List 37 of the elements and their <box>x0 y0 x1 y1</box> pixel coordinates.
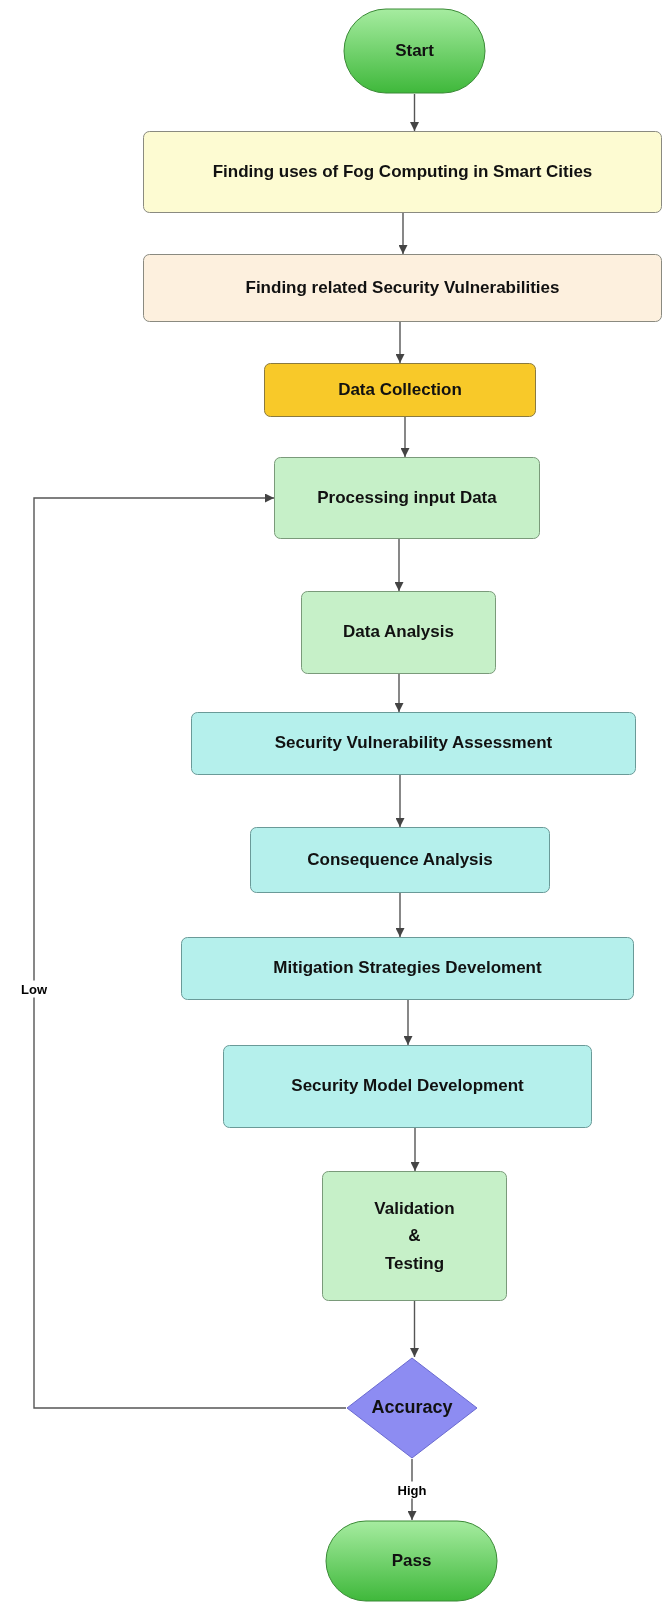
arrow <box>33 493 347 1409</box>
node-label: Processing input Data <box>317 486 497 509</box>
arrow <box>410 1127 420 1172</box>
arrow <box>395 321 405 364</box>
arrow <box>398 212 408 255</box>
process-box <box>143 254 662 322</box>
node-label: Security Model Development <box>291 1075 524 1098</box>
node-label: Mitigation Strategies Develoment <box>273 957 542 980</box>
arrow <box>395 892 405 938</box>
process-box <box>301 591 496 674</box>
node-label: Pass <box>391 1549 432 1572</box>
arrow <box>410 93 419 132</box>
node-label: Data Collection <box>338 378 462 401</box>
node-label: Data Analysis <box>343 621 454 644</box>
arrow <box>395 774 405 828</box>
node-label: Finding uses of Fog Computing in Smart Cities <box>212 160 593 183</box>
process-box <box>191 712 636 775</box>
arrow <box>394 538 404 592</box>
process-box <box>143 131 662 213</box>
arrow <box>410 1300 419 1358</box>
node-label: Start <box>395 39 434 62</box>
process-box <box>181 937 634 1000</box>
process-box <box>264 363 536 417</box>
node-label: Accuracy <box>371 1396 453 1420</box>
decision-diamond <box>346 1357 478 1459</box>
process-box <box>322 1171 507 1301</box>
node-label: Consequence Analysis <box>307 848 493 871</box>
process-box <box>250 827 550 893</box>
node-label: Finding related Security Vulnerabilities <box>245 276 560 299</box>
node-label: Validation & Testing <box>373 1198 456 1275</box>
arrow <box>394 673 404 713</box>
arrow <box>403 999 413 1046</box>
edge-label: Low <box>18 980 50 998</box>
process-box <box>274 457 540 539</box>
node-label: Security Vulnerability Assessment <box>274 732 553 755</box>
process-box <box>223 1045 592 1128</box>
arrow <box>400 416 410 458</box>
